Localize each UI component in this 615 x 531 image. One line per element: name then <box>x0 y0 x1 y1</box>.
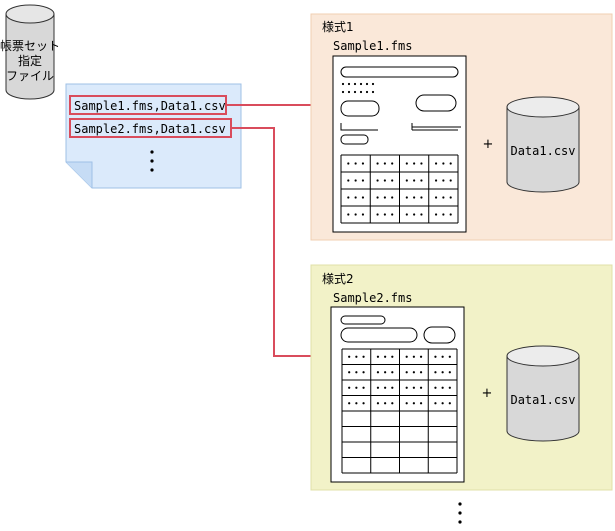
form2-title: 様式2 <box>322 272 354 286</box>
more-forms-ellipsis-icon <box>458 502 462 524</box>
form2-data-cylinder: Data1.csv <box>506 345 580 442</box>
form2-filename: Sample2.fms <box>333 291 412 305</box>
form1-plus: + <box>483 137 494 152</box>
note-entry-1: Sample1.fms,Data1.csv <box>74 99 226 113</box>
form2-document <box>330 306 465 483</box>
form1-data-file: Data1.csv <box>510 144 575 158</box>
specification-note: Sample1.fms,Data1.csv Sample2.fms,Data1.… <box>65 83 242 189</box>
note-ellipsis-icon <box>150 150 154 172</box>
form1-table <box>340 154 459 224</box>
form2-panel: 様式2 Sample2.fms + Data1.csv <box>310 264 613 491</box>
cylinder-label-line-2: 指定 <box>18 53 42 68</box>
form-set-file-cylinder: 帳票セット 指定 ファイル <box>0 4 60 100</box>
form1-panel: 様式1 Sample1.fms + Data1.csv <box>310 13 613 241</box>
cylinder-label-line-1: 帳票セット <box>0 39 60 53</box>
form2-table <box>341 348 458 474</box>
note-entry-2: Sample2.fms,Data1.csv <box>74 122 226 136</box>
connector-form2 <box>231 127 331 357</box>
form1-filename: Sample1.fms <box>333 39 412 53</box>
form2-data-file: Data1.csv <box>510 393 575 407</box>
form1-data-cylinder: Data1.csv <box>506 96 580 193</box>
cylinder-label-line-3: ファイル <box>6 69 54 83</box>
form1-title: 様式1 <box>322 20 354 34</box>
form1-document <box>332 55 467 233</box>
form2-plus: + <box>482 386 493 401</box>
